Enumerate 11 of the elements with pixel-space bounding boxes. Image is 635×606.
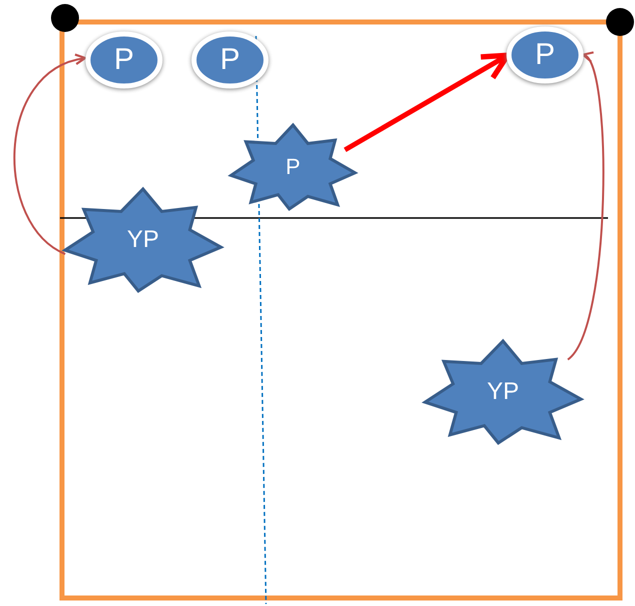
arrow	[567, 53, 604, 360]
player-label: P	[114, 43, 134, 77]
player-star	[228, 122, 358, 212]
player-label: YP	[486, 378, 519, 406]
player-label: P	[220, 43, 240, 77]
player-star	[422, 338, 584, 446]
player-label: P	[534, 38, 555, 72]
arrow	[14, 54, 86, 255]
player-label: P	[286, 154, 300, 180]
player-star	[62, 186, 224, 294]
player-label: YP	[126, 226, 159, 254]
